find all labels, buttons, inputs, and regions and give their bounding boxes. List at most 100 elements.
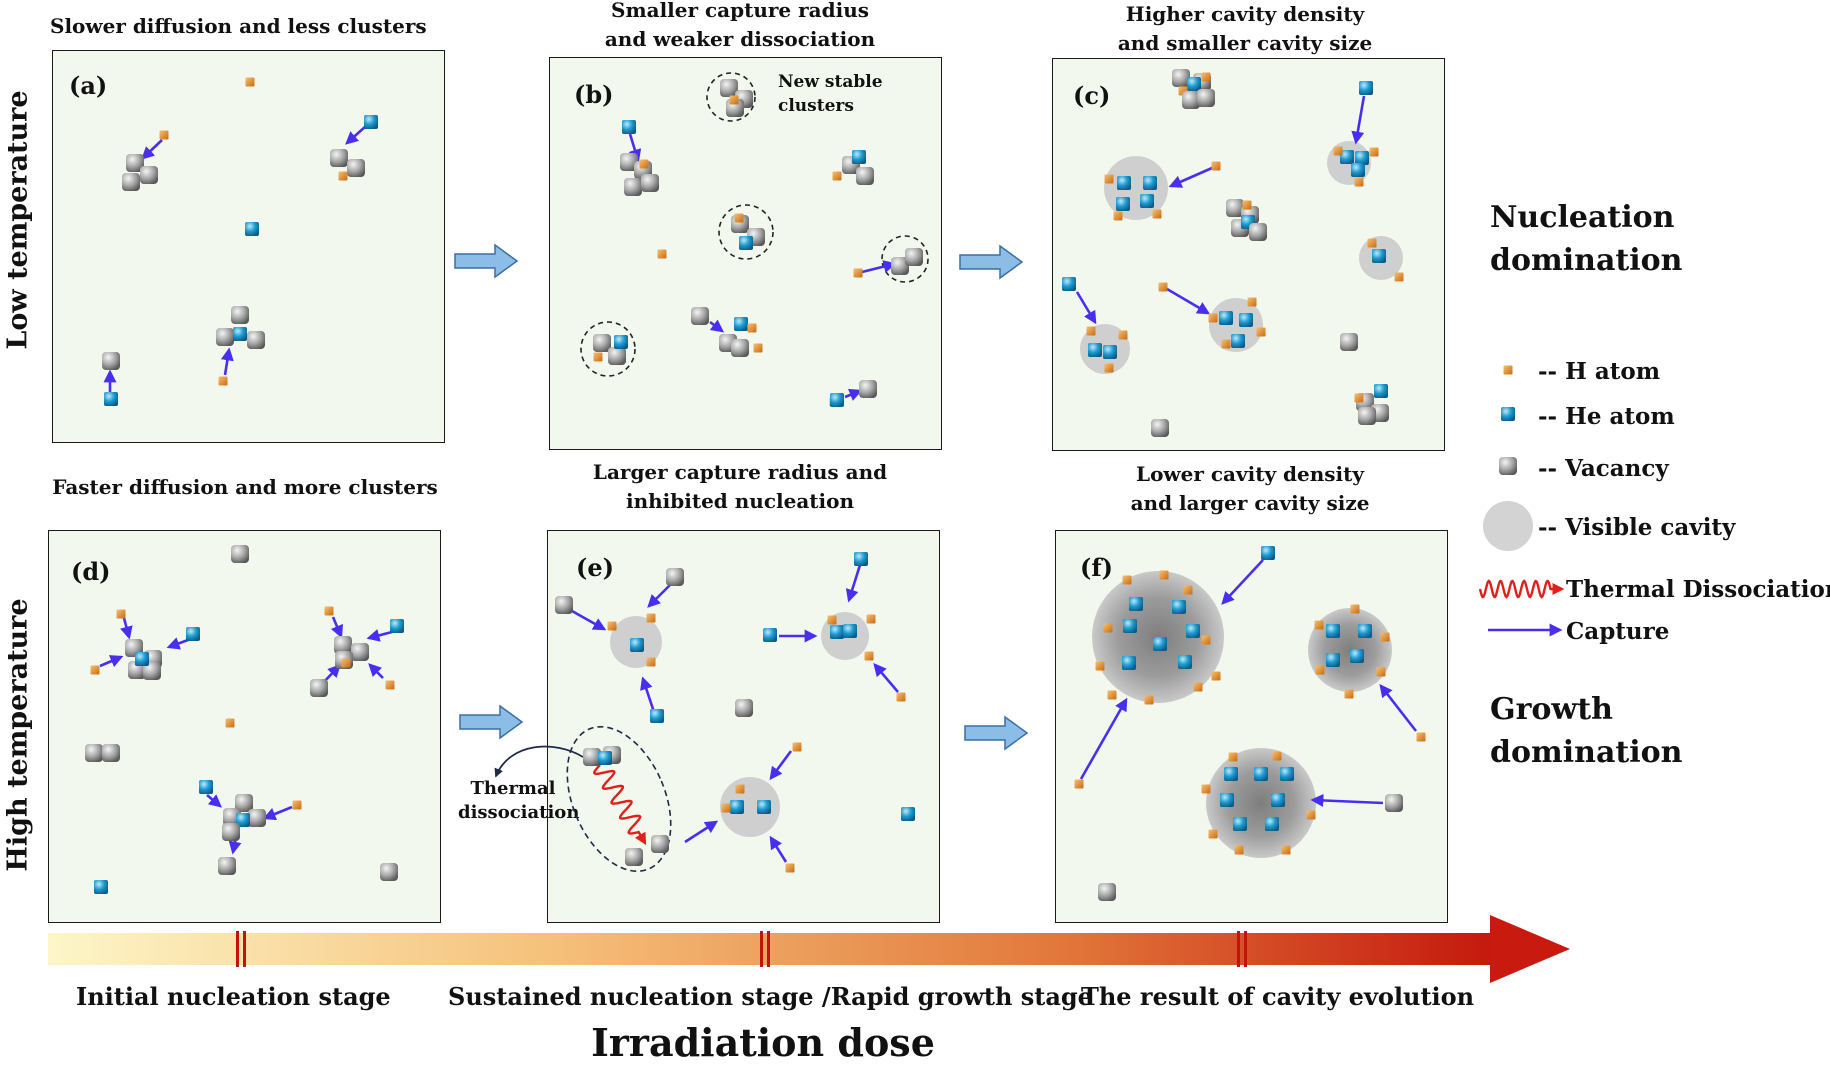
h-atom-particle xyxy=(1272,751,1282,761)
h-atom-particle xyxy=(1247,297,1257,307)
panel-label-a: (a) xyxy=(69,71,108,100)
h-atom-particle xyxy=(1104,363,1114,373)
h-atom-particle xyxy=(1144,695,1154,705)
vacancy-particle xyxy=(891,257,909,275)
stage-tick xyxy=(1237,931,1240,967)
vacancy-particle xyxy=(691,307,709,325)
transition-arrow xyxy=(454,243,519,279)
he-atom-particle xyxy=(94,880,108,894)
panel-label-f: (f) xyxy=(1080,553,1114,582)
h-atom-particle xyxy=(116,609,126,619)
vacancy-particle xyxy=(143,662,161,680)
vacancy-particle xyxy=(624,178,642,196)
capture-arrow xyxy=(1379,683,1418,732)
caption-d: Faster diffusion and more clusters xyxy=(52,475,438,499)
vacancy-particle xyxy=(102,744,120,762)
vacancy-particle xyxy=(122,173,140,191)
h-atom-particle xyxy=(1256,327,1266,337)
he-atom-particle xyxy=(901,807,915,821)
vacancy-particle xyxy=(731,339,749,357)
h-atom-particle xyxy=(785,863,795,873)
he-atom-particle xyxy=(854,552,868,566)
thermal-dissociation-ring xyxy=(566,725,672,873)
h-atom-particle xyxy=(639,159,649,169)
legend-thermal-arrow xyxy=(1478,579,1565,599)
he-atom-particle xyxy=(1140,194,1154,208)
he-atom-particle xyxy=(233,327,247,341)
capture-arrow xyxy=(1075,291,1097,325)
he-atom-particle xyxy=(104,392,118,406)
h-atom-particle xyxy=(734,213,744,223)
h-atom-particle xyxy=(1211,161,1221,171)
h-atom-particle xyxy=(90,665,100,675)
h-atom-particle xyxy=(1333,146,1343,156)
h-atom-particle xyxy=(866,614,876,624)
vacancy-particle xyxy=(666,568,684,586)
vacancy-particle xyxy=(1249,223,1267,241)
he-atom-particle xyxy=(622,120,636,134)
transition-arrow xyxy=(459,704,524,740)
he-atom-particle xyxy=(1062,277,1076,291)
vacancy-particle xyxy=(235,794,253,812)
he-atom-particle xyxy=(843,624,857,638)
new-stable-cluster-ring xyxy=(718,204,774,260)
vacancy-particle xyxy=(1499,457,1517,475)
thermal-note-pointer xyxy=(494,745,584,778)
h-atom-particle xyxy=(1394,272,1404,282)
h-atom-particle xyxy=(1281,845,1291,855)
h-atom-particle xyxy=(607,621,617,631)
h-atom-particle xyxy=(1367,238,1377,248)
h-atom-particle xyxy=(338,171,348,181)
vacancy-particle xyxy=(1172,69,1190,87)
capture-arrow xyxy=(647,584,671,608)
he-atom-particle xyxy=(1340,150,1354,164)
h-atom-particle xyxy=(341,658,351,668)
he-atom-particle xyxy=(1220,793,1234,807)
he-atom-particle xyxy=(1231,334,1245,348)
transition-arrow xyxy=(964,715,1029,751)
vacancy-particle xyxy=(620,153,638,171)
he-atom-particle xyxy=(598,751,612,765)
he-atom-particle xyxy=(1374,384,1388,398)
legend-thermal-label: Thermal Dissociation xyxy=(1566,576,1830,603)
h-atom-particle xyxy=(1314,620,1324,630)
he-atom-particle xyxy=(1372,249,1386,263)
capture-arrow xyxy=(368,663,384,679)
vacancy-particle xyxy=(85,744,103,762)
h-atom-particle xyxy=(1228,752,1238,762)
h-atom-particle xyxy=(385,680,395,690)
vacancy-particle xyxy=(310,679,328,697)
h-atom-particle xyxy=(1234,845,1244,855)
capture-arrow xyxy=(684,820,719,844)
he-atom-particle xyxy=(1265,817,1279,831)
vacancy-particle xyxy=(1340,333,1358,351)
vacancy-particle xyxy=(334,636,352,654)
vacancy-particle xyxy=(222,823,240,841)
capture-arrow xyxy=(141,139,163,160)
stage-initial-label: Initial nucleation stage xyxy=(76,982,391,1011)
panel-label-c: (c) xyxy=(1073,81,1111,110)
he-atom-particle xyxy=(1254,767,1268,781)
vacancy-particle xyxy=(380,863,398,881)
h-atom-particle xyxy=(1183,585,1193,595)
h-atom-particle xyxy=(1416,732,1426,742)
h-atom-particle xyxy=(1104,174,1114,184)
he-atom-particle xyxy=(1116,197,1130,211)
he-atom-particle xyxy=(1358,624,1372,638)
capture-arrow xyxy=(873,663,899,693)
he-atom-particle xyxy=(135,652,149,666)
h-atom-particle xyxy=(747,323,757,333)
he-atom-particle xyxy=(1088,343,1102,357)
he-atom-particle xyxy=(1271,793,1285,807)
vacancy-particle xyxy=(1226,199,1244,217)
h-atom-particle xyxy=(1159,570,1169,580)
h-atom-particle xyxy=(225,718,235,728)
capture-arrow xyxy=(1221,559,1264,605)
he-atom-particle xyxy=(1103,345,1117,359)
h-atom-particle xyxy=(1095,661,1105,671)
